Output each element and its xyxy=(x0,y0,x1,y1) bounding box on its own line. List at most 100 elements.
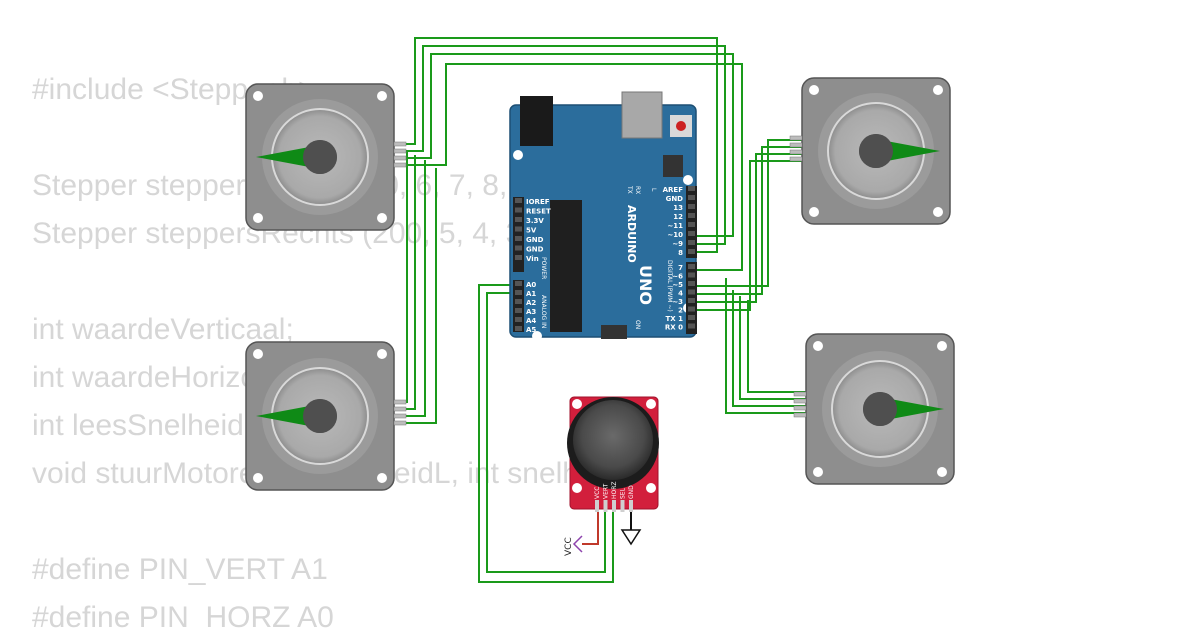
wire xyxy=(739,296,806,400)
joystick-pin[interactable] xyxy=(603,500,608,512)
usb-port xyxy=(621,91,663,139)
joystick-pin[interactable] xyxy=(620,500,625,512)
vcc-symbol xyxy=(572,535,583,553)
header-pin[interactable] xyxy=(515,245,522,251)
power-header xyxy=(513,197,524,272)
header-pin[interactable] xyxy=(688,213,695,218)
joystick-pin-label: VERT xyxy=(603,483,610,499)
motor-pin[interactable] xyxy=(393,399,407,405)
header-pin[interactable] xyxy=(515,207,522,213)
wire xyxy=(725,278,806,414)
motor-pin[interactable] xyxy=(393,413,407,419)
digital-title: DIGITAL (PWM ~) xyxy=(666,260,673,312)
header-pin[interactable] xyxy=(688,186,695,191)
header-pin[interactable] xyxy=(515,326,522,331)
header-pin[interactable] xyxy=(515,217,522,222)
header-pin[interactable] xyxy=(515,236,522,241)
motor-bottom-right[interactable] xyxy=(793,333,955,485)
pin-label: ~9 xyxy=(672,240,683,248)
header-pin[interactable] xyxy=(515,299,522,304)
joystick-pin-label: VCC xyxy=(594,487,601,499)
joystick-pin[interactable] xyxy=(612,500,616,512)
motor-top-right[interactable] xyxy=(789,77,951,225)
power-jack xyxy=(520,96,553,146)
header-pin[interactable] xyxy=(688,231,695,236)
header-pin[interactable] xyxy=(515,226,522,232)
mounting-hole xyxy=(813,467,823,477)
header-pin[interactable] xyxy=(688,264,695,269)
motor-pin[interactable] xyxy=(789,142,803,148)
header-pin[interactable] xyxy=(688,315,695,320)
header-pin[interactable] xyxy=(688,249,695,254)
motor-pointer xyxy=(876,139,940,163)
vcc-label: VCC xyxy=(564,537,574,556)
pin-label: A4 xyxy=(526,317,536,325)
motor-pin[interactable] xyxy=(793,391,807,397)
ground-symbol xyxy=(620,529,642,546)
code-line: #define PIN_VERT A1 xyxy=(32,553,328,586)
header-pin[interactable] xyxy=(688,323,695,329)
wire xyxy=(478,284,614,583)
header-pin[interactable] xyxy=(688,298,695,303)
pin-label: A3 xyxy=(526,308,536,316)
header-pin[interactable] xyxy=(688,240,695,245)
motor-pin[interactable] xyxy=(393,406,407,412)
wire xyxy=(394,155,416,410)
code-line: #define PIN_HORZ A0 xyxy=(32,601,334,630)
motor-pin[interactable] xyxy=(393,420,407,426)
header-pin[interactable] xyxy=(515,281,522,286)
header-pin[interactable] xyxy=(688,204,695,209)
pin-label: A0 xyxy=(526,281,536,289)
motor-bottom-left[interactable] xyxy=(245,341,407,491)
header-pin[interactable] xyxy=(688,289,695,295)
header-pin[interactable] xyxy=(688,222,695,227)
motor-pin[interactable] xyxy=(789,149,803,155)
pin-label: ~6 xyxy=(672,273,683,281)
motor-pin[interactable] xyxy=(393,148,407,154)
header-pin[interactable] xyxy=(515,290,522,295)
joystick-knob[interactable] xyxy=(573,400,653,480)
code-line: int waardeVerticaal; xyxy=(32,313,294,346)
pin-label: Vin xyxy=(526,255,539,263)
wire xyxy=(394,150,408,403)
wire xyxy=(394,53,734,237)
header-pin[interactable] xyxy=(688,281,695,286)
header-pin[interactable] xyxy=(688,306,695,312)
header-pin[interactable] xyxy=(688,195,695,200)
motor-pin[interactable] xyxy=(393,155,407,161)
wire xyxy=(394,168,437,424)
motor-pointer xyxy=(256,404,320,428)
joystick-pin[interactable] xyxy=(595,500,599,512)
motor-top-left[interactable] xyxy=(245,83,407,231)
motor-pin[interactable] xyxy=(793,412,807,418)
joystick-pin[interactable] xyxy=(629,500,633,512)
header-pin[interactable] xyxy=(515,255,522,260)
pin-label: A1 xyxy=(526,290,536,298)
arduino-brand: ARDUINO xyxy=(625,205,638,263)
header-pin[interactable] xyxy=(688,272,695,278)
mounting-hole xyxy=(813,341,823,351)
motor-pin[interactable] xyxy=(789,156,803,162)
motor-pin[interactable] xyxy=(793,398,807,404)
motor-pointer xyxy=(256,145,320,169)
header-pin[interactable] xyxy=(515,317,522,322)
mounting-hole xyxy=(377,91,387,101)
header-pin[interactable] xyxy=(515,198,522,203)
motor-pin[interactable] xyxy=(793,405,807,411)
mounting-hole xyxy=(809,85,819,95)
pin-label: GND xyxy=(526,246,544,254)
wire xyxy=(486,292,606,573)
pin-label: GND xyxy=(666,195,684,203)
pin-label: ~11 xyxy=(667,222,683,230)
pin-label: RESET xyxy=(526,208,551,216)
mounting-hole xyxy=(809,207,819,217)
motor-pointer xyxy=(880,397,944,421)
pin-label: 13 xyxy=(673,204,683,212)
header-pin[interactable] xyxy=(515,308,522,313)
arduino-uno-board[interactable]: IOREFRESET3.3V5VGNDGNDVinA0A1A2A3A4A5ARE… xyxy=(509,91,697,341)
motor-pin[interactable] xyxy=(393,162,407,168)
motor-pin[interactable] xyxy=(393,141,407,147)
motor-pin[interactable] xyxy=(789,135,803,141)
